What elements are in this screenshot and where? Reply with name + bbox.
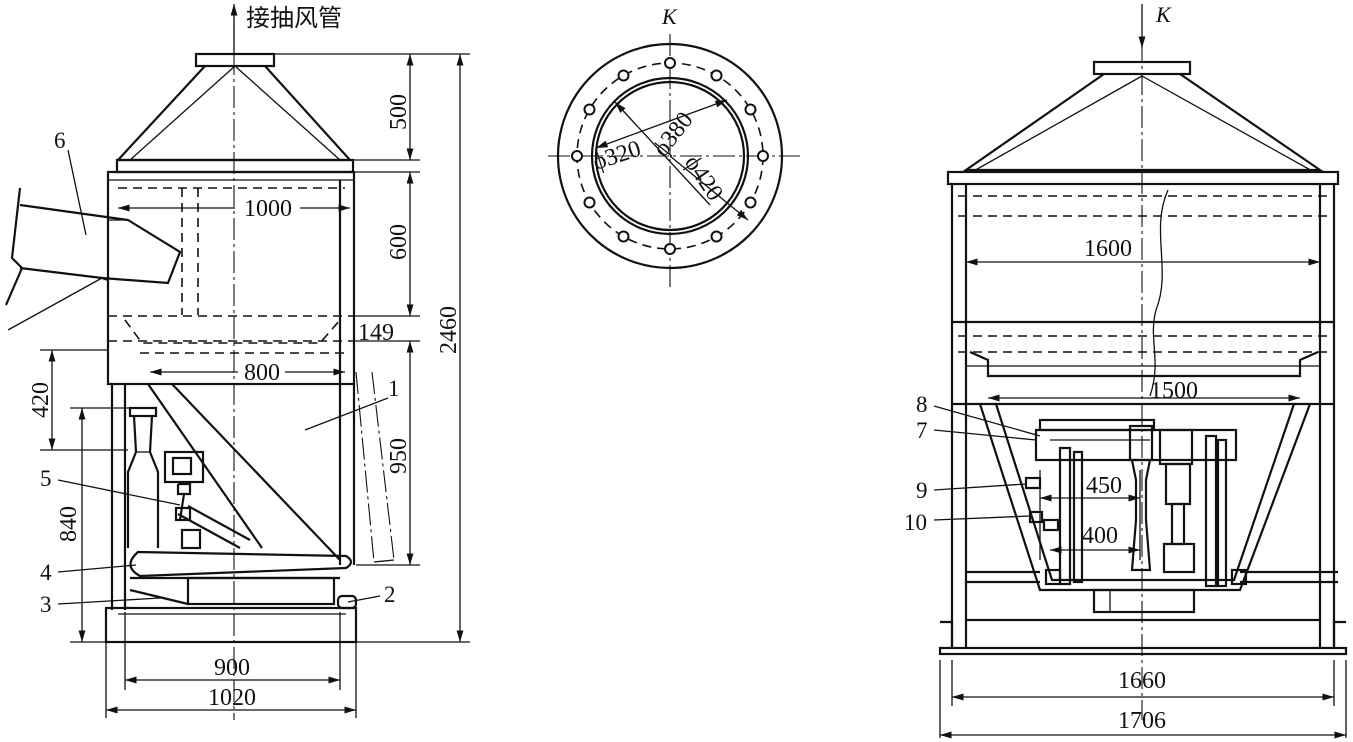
dim-1000: 1000 [244,196,292,222]
base-frame [104,606,358,644]
dim-2460: 2460 [436,306,462,354]
dim-400: 400 [1082,523,1118,549]
bolt-hole [710,230,723,243]
callout-4: 4 [40,560,52,585]
shaker-mechanism [126,406,251,550]
bolt-hole [744,103,757,116]
flange-k-view: ϕ320 ϕ380 ϕ420 K [548,4,800,288]
bolt-hole [583,103,596,116]
bolt-hole [757,150,769,162]
tray [129,550,353,578]
dim-149: 149 [358,320,394,346]
hood [115,65,355,174]
dim-1500: 1500 [1150,378,1198,404]
dim-900: 900 [214,655,250,681]
bolt-hole [664,57,676,69]
dim-800: 800 [244,360,280,386]
feed-chute [4,187,182,331]
bolt-hole [571,150,583,162]
callout-10: 10 [904,510,927,535]
duct-label: 接抽风管 [246,4,342,32]
dim-600: 600 [386,224,412,260]
bolt-hole [617,69,630,82]
dim-950: 950 [386,438,412,474]
callout-3: 3 [40,592,52,617]
dim-450: 450 [1086,473,1122,499]
bolt-hole [710,69,723,82]
callout-5: 5 [40,466,52,491]
bolt-holes [571,57,769,255]
dim-1660: 1660 [1118,668,1166,694]
callout-1: 1 [388,376,400,401]
callout-6: 6 [54,128,66,153]
dim-phi380: ϕ380 [648,107,698,161]
callout-8: 8 [916,392,928,417]
left-side-view: 500 600 950 2460 149 1000 800 420 840 90… [4,4,470,720]
internal-hidden-lines [108,187,354,354]
dim-840: 840 [56,506,82,542]
callout-2: 2 [384,582,396,607]
right-mechanism [1024,418,1248,614]
callout-7: 7 [916,418,928,443]
dim-420: 420 [28,382,54,418]
right-front-view: K 1600 1500 450 400 1660 1706 8 7 9 10 [904,2,1348,739]
dim-1706: 1706 [1118,708,1166,734]
dim-1600: 1600 [1084,236,1132,262]
bolt-hole [664,243,676,255]
section-marker-k-right: K [1155,2,1172,27]
bolt-hole [617,230,630,243]
duct-flange [194,52,276,68]
dim-500: 500 [386,94,412,130]
access-door [355,371,395,563]
bolt-hole [744,196,757,209]
callout-9: 9 [916,478,928,503]
section-marker-k: K [661,4,678,29]
dim-1020: 1020 [208,685,256,711]
bolt-hole [583,196,596,209]
